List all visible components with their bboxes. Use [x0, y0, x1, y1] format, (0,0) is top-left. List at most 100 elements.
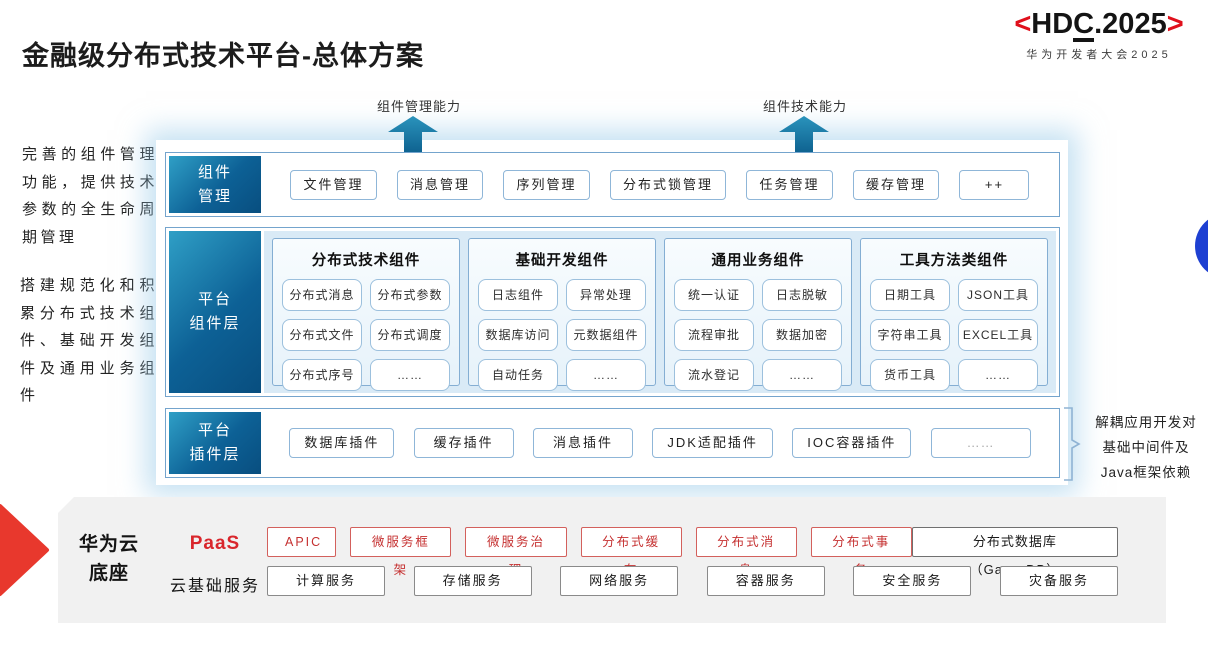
iaas-item: 计算服务 — [267, 566, 385, 596]
component-item: …… — [566, 359, 646, 391]
component-item: 日期工具 — [870, 279, 950, 311]
paas-item: 分布式缓存 — [580, 527, 682, 577]
hdc-subtitle: 华为开发者大会2025 — [1026, 48, 1172, 61]
hdc-right-bracket-icon: > — [1166, 8, 1184, 40]
plugin-item: IOC容器插件 — [792, 428, 912, 458]
component-item: 分布式参数 — [370, 279, 450, 311]
component-item: …… — [958, 359, 1038, 391]
paas-item: 微服务框架 — [350, 527, 452, 577]
red-arrow-icon — [0, 504, 49, 596]
component-item: 字符串工具 — [870, 319, 950, 351]
plugin-item: …… — [930, 428, 1031, 458]
plugin-item: 缓存插件 — [413, 428, 514, 458]
up-arrow-icon — [388, 116, 438, 152]
paas-item: 微服务治理 — [465, 527, 567, 577]
component-item: 货币工具 — [870, 359, 950, 391]
hdc-logo-text: <HDC.2025> — [996, 8, 1202, 42]
component-item: 流水登记 — [674, 359, 754, 391]
iaas-item: 灾备服务 — [999, 566, 1118, 596]
plugin-item: JDK适配插件 — [652, 428, 773, 458]
component-column-header: 分布式技术组件 — [311, 253, 421, 269]
huawei-cloud-foundation-panel — [58, 497, 1166, 623]
layer-label-platform-plugins: 平台 插件层 — [169, 412, 261, 474]
plugin-item: 消息插件 — [533, 428, 633, 458]
layer-platform-plugins: 平台 插件层 数据库插件缓存插件消息插件 JDK适配插件 IOC容器插件 …… — [165, 408, 1060, 478]
note-decouple: 解耦应用开发对基础中间件及 Java框架依赖 — [1084, 410, 1208, 485]
component-column: 分布式技术组件分布式消息分布式参数分布式文件分布式调度分布式序号…… — [272, 238, 460, 391]
component-item: 分布式序号 — [282, 359, 362, 391]
component-item: 日志组件 — [478, 279, 558, 311]
component-column-items: 统一认证日志脱敏流程审批数据加密流水登记…… — [665, 274, 851, 402]
layer-label-platform-components: 平台 组件层 — [169, 231, 261, 393]
layer-label-component-management: 组件 管理 — [169, 156, 261, 213]
management-item: 任务管理 — [746, 169, 833, 200]
component-item: 自动任务 — [478, 359, 558, 391]
capability-label-tech: 组件技术能力 — [763, 99, 848, 114]
plugin-item: 数据库插件 — [289, 428, 395, 458]
component-item: 数据库访问 — [478, 319, 558, 351]
iaas-item: 安全服务 — [853, 566, 972, 596]
component-columns: 分布式技术组件分布式消息分布式参数分布式文件分布式调度分布式序号……基础开发组件… — [264, 231, 1056, 393]
foundation-label: 华为云 底座 — [78, 534, 139, 584]
note-platform-components: 搭建规范化和积累分布式技术组件、基础开发组件及通用业务组件 — [20, 277, 158, 404]
component-item: 分布式文件 — [282, 319, 362, 351]
component-column: 基础开发组件日志组件异常处理数据库访问元数据组件自动任务…… — [468, 238, 656, 391]
hdc-text-c-underlined: C — [1073, 8, 1095, 42]
management-item: 消息管理 — [396, 169, 483, 200]
hdc-left-bracket-icon: < — [1014, 8, 1032, 40]
iaas-item: 容器服务 — [706, 566, 825, 596]
component-column: 通用业务组件统一认证日志脱敏流程审批数据加密流水登记…… — [664, 238, 852, 391]
layer-component-management: 组件 管理 文件管理消息管理序列管理分布式锁管理任务管理缓存管理 ++ — [165, 152, 1060, 217]
component-item: 元数据组件 — [566, 319, 646, 351]
iaas-label: 云基础服务 — [169, 578, 260, 595]
note-decouple-line: Java框架依赖 — [1100, 465, 1192, 480]
iaas-row: 计算服务存储服务网络服务容器服务安全服务灾备服务 — [267, 566, 1118, 596]
component-column-header: 基础开发组件 — [515, 253, 609, 269]
management-item: 分布式锁管理 — [609, 169, 726, 200]
hdc-text-post: .2025 — [1094, 8, 1167, 40]
component-item: EXCEL工具 — [958, 319, 1038, 351]
note-decouple-line: 解耦应用开发对 — [1095, 415, 1197, 430]
paas-item: 分布式事务 — [810, 527, 912, 577]
iaas-item: 网络服务 — [560, 566, 679, 596]
paas-label: PaaS — [189, 533, 241, 554]
iaas-item: 存储服务 — [413, 566, 532, 596]
component-item: …… — [370, 359, 450, 391]
component-item: 数据加密 — [762, 319, 842, 351]
blue-circle-decoration — [1195, 213, 1208, 279]
brace-icon — [1064, 407, 1081, 481]
management-item: ++ — [959, 169, 1030, 200]
layer-platform-components: 平台 组件层 分布式技术组件分布式消息分布式参数分布式文件分布式调度分布式序号…… — [165, 227, 1060, 397]
component-item: 流程审批 — [674, 319, 754, 351]
component-column-header: 通用业务组件 — [711, 253, 805, 269]
component-item: 分布式调度 — [370, 319, 450, 351]
component-item: 统一认证 — [674, 279, 754, 311]
paas-row: APIC 微服务框架微服务治理分布式缓存分布式消息分布式事务 分布式数据库（Gau… — [267, 527, 1118, 577]
component-column-items: 日志组件异常处理数据库访问元数据组件自动任务…… — [469, 274, 655, 402]
component-item: …… — [762, 359, 842, 391]
component-item: 日志脱敏 — [762, 279, 842, 311]
component-item: 分布式消息 — [282, 279, 362, 311]
note-decouple-line: 基础中间件及 — [1102, 440, 1190, 455]
management-item: 文件管理 — [290, 169, 377, 200]
note-component-management: 完善的组件管理功能，提供技术参数的全生命周期管理 — [22, 146, 158, 246]
component-item: 异常处理 — [566, 279, 646, 311]
paas-item: APIC — [267, 527, 337, 557]
management-item: 序列管理 — [503, 169, 590, 200]
gaussdb-item: 分布式数据库（GaussDB） — [911, 527, 1118, 577]
plugin-items: 数据库插件缓存插件消息插件 JDK适配插件 IOC容器插件 …… — [264, 412, 1056, 474]
paas-items: APIC 微服务框架微服务治理分布式缓存分布式消息分布式事务 — [267, 527, 912, 577]
management-item: 缓存管理 — [852, 169, 939, 200]
component-item: JSON工具 — [958, 279, 1038, 311]
hdc-text-pre: HD — [1031, 8, 1074, 40]
up-arrow-icon — [779, 116, 829, 152]
capability-label-management: 组件管理能力 — [377, 99, 462, 114]
component-column-header: 工具方法类组件 — [899, 253, 1009, 269]
component-column-items: 分布式消息分布式参数分布式文件分布式调度分布式序号…… — [273, 274, 459, 402]
management-items: 文件管理消息管理序列管理分布式锁管理任务管理缓存管理 ++ — [264, 156, 1056, 213]
paas-item: 分布式消息 — [695, 527, 797, 577]
hdc-logo: <HDC.2025> 华为开发者大会2025 — [996, 8, 1202, 62]
page-title: 金融级分布式技术平台-总体方案 — [22, 41, 424, 72]
